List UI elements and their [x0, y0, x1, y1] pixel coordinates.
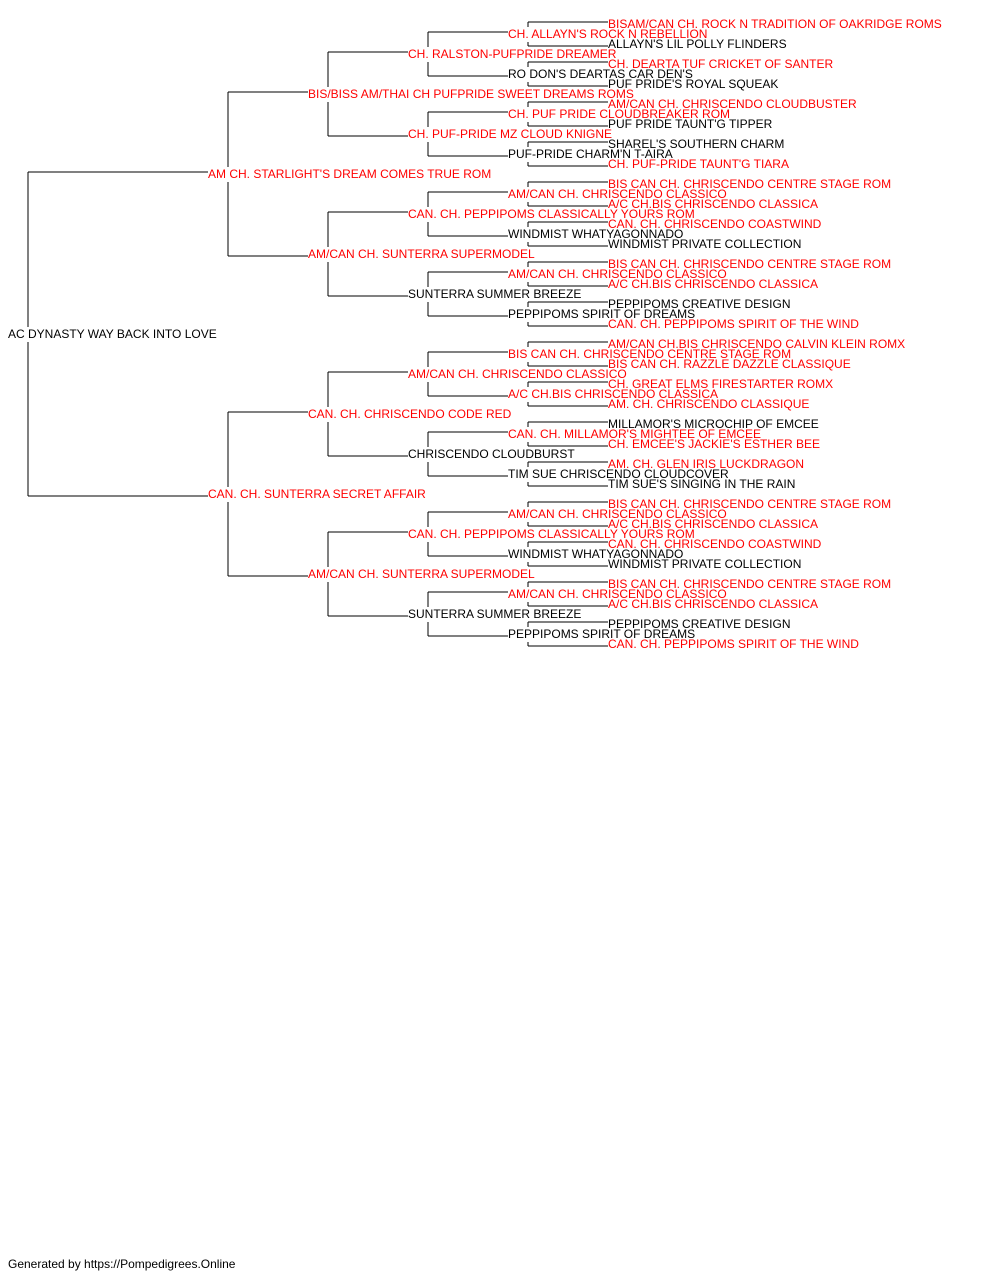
pedigree-entry-sire-sire-dam-sire-dam: PUF PRIDE TAUNT'G TIPPER [608, 117, 773, 131]
pedigree-entry-sire-sire: BIS/BISS AM/THAI CH PUFPRIDE SWEET DREAM… [308, 87, 634, 101]
pedigree-entry-dam-sire-sire: AM/CAN CH. CHRISCENDO CLASSICO [408, 367, 627, 381]
pedigree-entry-dam-sire-dam-dam: TIM SUE CHRISCENDO CLOUDCOVER [508, 467, 729, 481]
pedigree-entry-sire-dam-dam-sire-sire: BIS CAN CH. CHRISCENDO CENTRE STAGE ROM [608, 257, 892, 271]
pedigree-entry-sire-sire-sire-sire: CH. ALLAYN'S ROCK N REBELLION [508, 27, 708, 41]
pedigree-entry-sire-sire-dam-dam-dam: CH. PUF-PRIDE TAUNT'G TIARA [608, 157, 789, 171]
pedigree-entry-dam-dam-sire-dam-sire: CAN. CH. CHRISCENDO COASTWIND [608, 537, 822, 551]
pedigree-entry-sire-sire-dam-sire-sire: AM/CAN CH. CHRISCENDO CLOUDBUSTER [608, 97, 857, 111]
pedigree-entry-sire: AM CH. STARLIGHT'S DREAM COMES TRUE ROM [208, 167, 492, 181]
pedigree-entry-dam-dam-dam-sire: AM/CAN CH. CHRISCENDO CLASSICO [508, 587, 727, 601]
pedigree-entry-sire-dam-sire-dam: WINDMIST WHATYAGONNADO [508, 227, 684, 241]
pedigree-entry-dam-sire-sire-sire: BIS CAN CH. CHRISCENDO CENTRE STAGE ROM [508, 347, 792, 361]
pedigree-entry-sire-dam-sire-sire: AM/CAN CH. CHRISCENDO CLASSICO [508, 187, 727, 201]
pedigree-entry-sire-dam-sire: CAN. CH. PEPPIPOMS CLASSICALLY YOURS ROM [408, 207, 695, 221]
pedigree-entry-sire-sire-sire-dam-sire: CH. DEARTA TUF CRICKET OF SANTER [608, 57, 834, 71]
pedigree-entry-dam-dam-dam-sire-sire: BIS CAN CH. CHRISCENDO CENTRE STAGE ROM [608, 577, 892, 591]
pedigree-entry-dam-dam: AM/CAN CH. SUNTERRA SUPERMODEL [308, 567, 535, 581]
pedigree-entry-dam-sire: CAN. CH. CHRISCENDO CODE RED [308, 407, 512, 421]
pedigree-entry-subject: AC DYNASTY WAY BACK INTO LOVE [8, 327, 217, 341]
pedigree-entry-dam-sire-sire-dam-sire: CH. GREAT ELMS FIRESTARTER ROMX [608, 377, 834, 391]
pedigree-entry-sire-sire-sire-sire-dam: ALLAYN'S LIL POLLY FLINDERS [608, 37, 787, 51]
pedigree-entry-sire-sire-dam: CH. PUF-PRIDE MZ CLOUD KNIGNE [408, 127, 613, 141]
pedigree-entry-sire-sire-dam-dam: PUF-PRIDE CHARM'N T-AIRA [508, 147, 673, 161]
pedigree-entry-dam-dam-dam-sire-dam: A/C CH.BIS CHRISCENDO CLASSICA [608, 597, 819, 611]
pedigree-entry-sire-sire-dam-dam-sire: SHAREL'S SOUTHERN CHARM [608, 137, 785, 151]
pedigree-entry-dam-sire-dam-sire-sire: MILLAMOR'S MICROCHIP OF EMCEE [608, 417, 819, 431]
pedigree-entry-dam-dam-sire-sire: AM/CAN CH. CHRISCENDO CLASSICO [508, 507, 727, 521]
pedigree-entry-sire-dam-dam-sire-dam: A/C CH.BIS CHRISCENDO CLASSICA [608, 277, 819, 291]
pedigree-entry-sire-dam-dam-dam-dam: CAN. CH. PEPPIPOMS SPIRIT OF THE WIND [608, 317, 859, 331]
pedigree-entry-sire-sire-sire: CH. RALSTON-PUFPRIDE DREAMER [408, 47, 617, 61]
pedigree-entry-dam-sire-dam: CHRISCENDO CLOUDBURST [408, 447, 575, 461]
pedigree-entry-dam-dam-dam: SUNTERRA SUMMER BREEZE [408, 607, 582, 621]
pedigree-entry-sire-dam-sire-sire-dam: A/C CH.BIS CHRISCENDO CLASSICA [608, 197, 819, 211]
pedigree-entry-dam-dam-dam-dam-dam: CAN. CH. PEPPIPOMS SPIRIT OF THE WIND [608, 637, 859, 651]
pedigree-entry-dam-sire-dam-dam-dam: TIM SUE'S SINGING IN THE RAIN [608, 477, 796, 491]
pedigree-entry-sire-dam: AM/CAN CH. SUNTERRA SUPERMODEL [308, 247, 535, 261]
pedigree-entry-dam-dam-sire-dam: WINDMIST WHATYAGONNADO [508, 547, 684, 561]
pedigree-entry-sire-dam-sire-dam-dam: WINDMIST PRIVATE COLLECTION [608, 237, 802, 251]
pedigree-entry-sire-dam-dam: SUNTERRA SUMMER BREEZE [408, 287, 582, 301]
pedigree-entry-sire-sire-sire-sire-sire: BISAM/CAN CH. ROCK N TRADITION OF OAKRID… [608, 17, 942, 31]
pedigree-entry-dam-sire-sire-dam: A/C CH.BIS CHRISCENDO CLASSICA [508, 387, 719, 401]
pedigree-entry-dam-sire-sire-dam-dam: AM. CH. CHRISCENDO CLASSIQUE [608, 397, 810, 411]
pedigree-entry-dam-dam-sire-sire-sire: BIS CAN CH. CHRISCENDO CENTRE STAGE ROM [608, 497, 892, 511]
pedigree-entry-sire-dam-dam-sire: AM/CAN CH. CHRISCENDO CLASSICO [508, 267, 727, 281]
pedigree-entry-sire-dam-dam-dam-sire: PEPPIPOMS CREATIVE DESIGN [608, 297, 791, 311]
pedigree-entry-dam-dam-dam-dam: PEPPIPOMS SPIRIT OF DREAMS [508, 627, 696, 641]
pedigree-entry-dam-sire-dam-sire: CAN. CH. MILLAMOR'S MIGHTEE OF EMCEE [508, 427, 761, 441]
pedigree-entry-dam-dam-dam-dam-sire: PEPPIPOMS CREATIVE DESIGN [608, 617, 791, 631]
pedigree-entry-dam-dam-sire-sire-dam: A/C CH.BIS CHRISCENDO CLASSICA [608, 517, 819, 531]
pedigree-entry-sire-sire-dam-sire: CH. PUF PRIDE CLOUDBREAKER ROM [508, 107, 731, 121]
pedigree-entry-dam-dam-sire: CAN. CH. PEPPIPOMS CLASSICALLY YOURS ROM [408, 527, 695, 541]
pedigree-entry-dam-sire-dam-sire-dam: CH. EMCEE'S JACKIE'S ESTHER BEE [608, 437, 820, 451]
pedigree-entry-sire-dam-sire-sire-sire: BIS CAN CH. CHRISCENDO CENTRE STAGE ROM [608, 177, 892, 191]
pedigree-entry-dam: CAN. CH. SUNTERRA SECRET AFFAIR [208, 487, 426, 501]
pedigree-entry-sire-sire-sire-dam: RO DON'S DEARTAS CAR DEN'S [508, 67, 693, 81]
pedigree-entry-sire-sire-sire-dam-dam: PUF PRIDE'S ROYAL SQUEAK [608, 77, 779, 91]
pedigree-entry-dam-dam-sire-dam-dam: WINDMIST PRIVATE COLLECTION [608, 557, 802, 571]
generated-by-footer: Generated by https://Pompedigrees.Online [8, 1257, 236, 1271]
pedigree-entry-sire-dam-sire-dam-sire: CAN. CH. CHRISCENDO COASTWIND [608, 217, 822, 231]
pedigree-entry-sire-dam-dam-dam: PEPPIPOMS SPIRIT OF DREAMS [508, 307, 696, 321]
pedigree-entry-dam-sire-sire-sire-sire: AM/CAN CH.BIS CHRISCENDO CALVIN KLEIN RO… [608, 337, 906, 351]
pedigree-entry-dam-sire-sire-sire-dam: BIS CAN CH. RAZZLE DAZZLE CLASSIQUE [608, 357, 851, 371]
pedigree-entry-dam-sire-dam-dam-sire: AM. CH. GLEN IRIS LUCKDRAGON [608, 457, 805, 471]
